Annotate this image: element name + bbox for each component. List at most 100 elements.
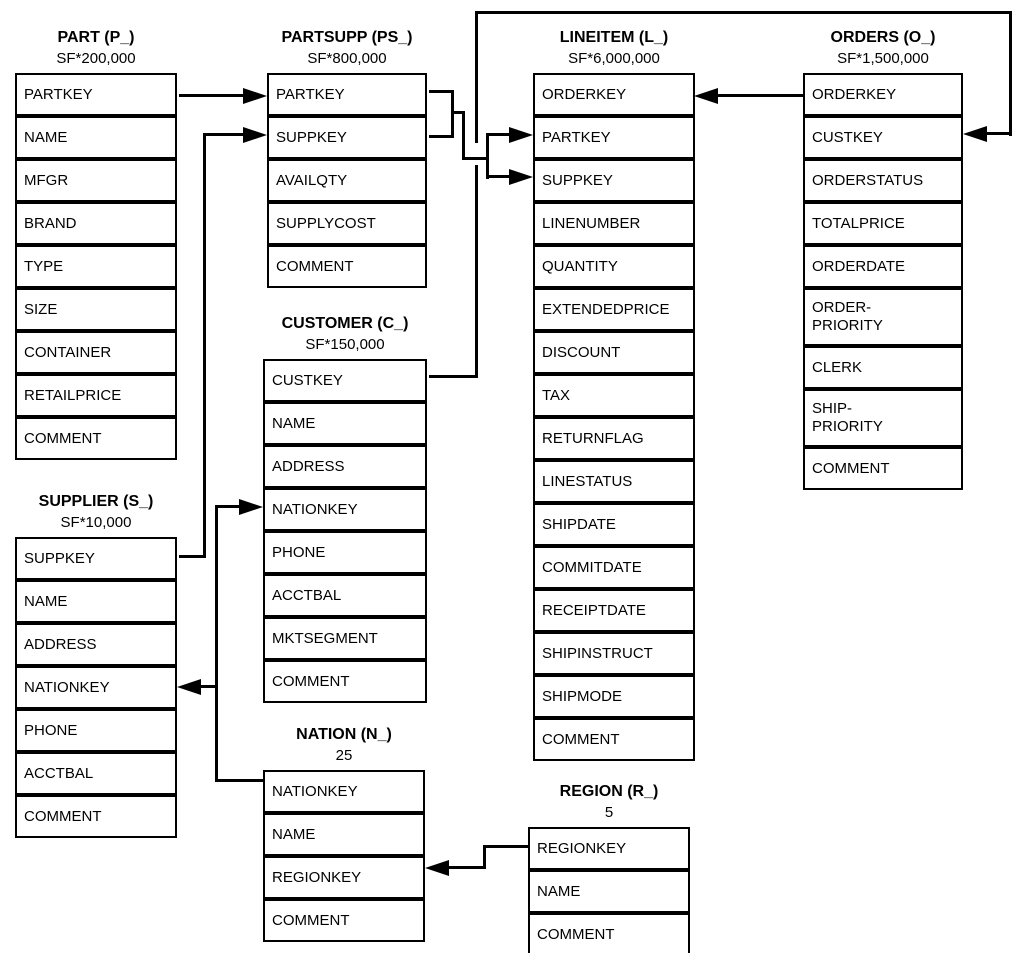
customer-cardinality: SF*150,000 (305, 336, 385, 353)
lineitem-field-shipdate: SHIPDATE (533, 503, 695, 546)
fk-supplier-suppkey-to-partsupp-suppkey-segment-1 (203, 133, 206, 557)
lineitem-cardinality: SF*6,000,000 (568, 50, 660, 67)
region-field-regionkey: REGIONKEY (528, 827, 690, 870)
region-cardinality: 5 (604, 804, 614, 821)
supplier-title: SUPPLIER (S_) (38, 493, 154, 510)
lineitem-field-shipmode: SHIPMODE (533, 675, 695, 718)
fk-orders-orderkey-to-lineitem-orderkey-arrowhead-0 (694, 88, 718, 104)
lineitem-field-tax: TAX (533, 374, 695, 417)
customer-field-nationkey: NATIONKEY (263, 488, 427, 531)
fk-region-regionkey-to-nation-regionkey-segment-2 (447, 866, 484, 869)
supplier-field-acctbal: ACCTBAL (15, 752, 177, 795)
lineitem-field-discount: DISCOUNT (533, 331, 695, 374)
part-field-comment: COMMENT (15, 417, 177, 460)
orders-field-orderstatus: ORDERSTATUS (803, 159, 963, 202)
customer-field-mktsegment: MKTSEGMENT (263, 617, 427, 660)
lineitem-field-receiptdate: RECEIPTDATE (533, 589, 695, 632)
fk-part-partkey-to-partsupp-partkey-arrowhead-0 (243, 88, 267, 104)
fk-nation-nationkey-to-customer-nationkey-segment-1 (215, 505, 242, 508)
orders-cardinality: SF*1,500,000 (837, 50, 929, 67)
supplier-field-phone: PHONE (15, 709, 177, 752)
partsupp-cardinality: SF*800,000 (307, 50, 387, 67)
part-field-partkey: PARTKEY (15, 73, 177, 116)
part-cardinality: SF*200,000 (56, 50, 136, 67)
lineitem-field-commitdate: COMMITDATE (533, 546, 695, 589)
lineitem-field-shipinstruct: SHIPINSTRUCT (533, 632, 695, 675)
fk-nation-nationkey-to-supplier-nationkey-arrowhead-0 (177, 679, 201, 695)
fk-region-regionkey-to-nation-regionkey-arrowhead-0 (425, 860, 449, 876)
customer-title: CUSTOMER (C_) (281, 315, 409, 332)
part-field-brand: BRAND (15, 202, 177, 245)
fk-orders-orderkey-to-lineitem-orderkey-segment-0 (716, 94, 803, 97)
supplier-field-suppkey: SUPPKEY (15, 537, 177, 580)
fk-supplier-suppkey-to-partsupp-suppkey-arrowhead-0 (243, 127, 267, 143)
partsupp-field-supplycost: SUPPLYCOST (267, 202, 427, 245)
fk-partsupp-keys-to-lineitem-partkey-suppkey-segment-0 (429, 90, 454, 93)
fk-region-regionkey-to-nation-regionkey-segment-1 (483, 845, 486, 869)
fk-partsupp-keys-to-lineitem-partkey-suppkey-segment-1 (429, 135, 454, 138)
orders-field-custkey: CUSTKEY (803, 116, 963, 159)
fk-customer-custkey-to-orders-custkey-segment-3 (475, 11, 1012, 14)
orders-field-orderkey: ORDERKEY (803, 73, 963, 116)
orders-field-clerk: CLERK (803, 346, 963, 389)
lineitem-field-comment: COMMENT (533, 718, 695, 761)
lineitem-field-orderkey: ORDERKEY (533, 73, 695, 116)
lineitem-field-partkey: PARTKEY (533, 116, 695, 159)
nation-field-name: NAME (263, 813, 425, 856)
fk-nation-nationkey-to-supplier-nationkey-segment-1 (215, 685, 218, 782)
customer-field-comment: COMMENT (263, 660, 427, 703)
fk-nation-nationkey-to-customer-nationkey-arrowhead-0 (239, 499, 263, 515)
nation-cardinality: 25 (335, 747, 353, 764)
region-field-comment: COMMENT (528, 913, 690, 953)
region-field-name: NAME (528, 870, 690, 913)
partsupp-field-availqty: AVAILQTY (267, 159, 427, 202)
supplier-field-name: NAME (15, 580, 177, 623)
fk-region-regionkey-to-nation-regionkey-segment-0 (483, 845, 528, 848)
orders-field-ship-priority: SHIP- PRIORITY (803, 389, 963, 447)
lineitem-field-extendedprice: EXTENDEDPRICE (533, 288, 695, 331)
partsupp-field-partkey: PARTKEY (267, 73, 427, 116)
fk-customer-custkey-to-orders-custkey-segment-2 (475, 11, 478, 143)
orders-title: ORDERS (O_) (830, 29, 936, 46)
fk-partsupp-keys-to-lineitem-partkey-suppkey-arrowhead-0 (509, 127, 533, 143)
fk-nation-nationkey-to-customer-nationkey-segment-0 (215, 505, 218, 687)
lineitem-field-returnflag: RETURNFLAG (533, 417, 695, 460)
customer-field-address: ADDRESS (263, 445, 427, 488)
fk-supplier-suppkey-to-partsupp-suppkey-segment-2 (203, 133, 246, 136)
nation-field-nationkey: NATIONKEY (263, 770, 425, 813)
lineitem-field-linenumber: LINENUMBER (533, 202, 695, 245)
customer-field-name: NAME (263, 402, 427, 445)
fk-partsupp-keys-to-lineitem-partkey-suppkey-segment-3 (451, 111, 465, 114)
fk-partsupp-keys-to-lineitem-partkey-suppkey-segment-7 (486, 133, 512, 136)
lineitem-field-suppkey: SUPPKEY (533, 159, 695, 202)
part-field-type: TYPE (15, 245, 177, 288)
lineitem-field-linestatus: LINESTATUS (533, 460, 695, 503)
partsupp-field-comment: COMMENT (267, 245, 427, 288)
lineitem-title: LINEITEM (L_) (559, 29, 669, 46)
region-title: REGION (R_) (559, 783, 659, 800)
fk-partsupp-keys-to-lineitem-partkey-suppkey-segment-4 (462, 111, 465, 160)
partsupp-title: PARTSUPP (PS_) (281, 29, 413, 46)
supplier-field-comment: COMMENT (15, 795, 177, 838)
fk-nation-nationkey-to-supplier-nationkey-segment-2 (199, 685, 216, 688)
supplier-cardinality: SF*10,000 (60, 514, 132, 531)
fk-customer-custkey-to-orders-custkey-arrowhead-0 (963, 126, 987, 142)
customer-field-phone: PHONE (263, 531, 427, 574)
fk-nation-nationkey-to-supplier-nationkey-segment-0 (215, 779, 263, 782)
nation-field-comment: COMMENT (263, 899, 425, 942)
orders-field-orderdate: ORDERDATE (803, 245, 963, 288)
